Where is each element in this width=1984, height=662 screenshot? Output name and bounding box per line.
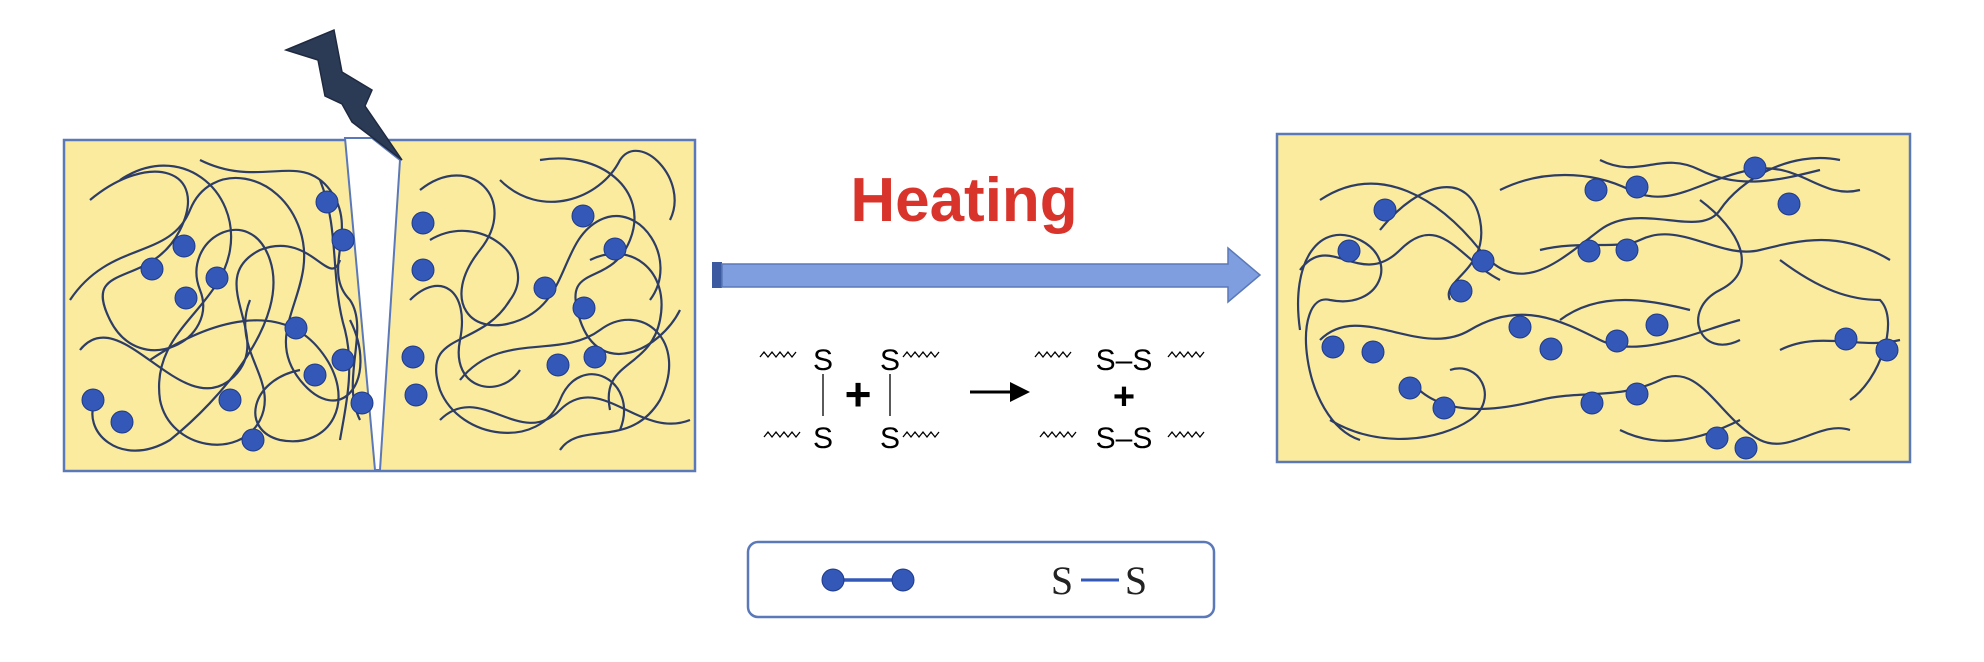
dumbbell-crosslink-icon (821, 568, 915, 592)
lightning-bolt-icon (283, 28, 403, 161)
sulfur-2: S (813, 422, 833, 455)
polymer-chains-left (69, 149, 691, 452)
product-disulfide-1: S–S (1096, 344, 1153, 377)
legend-sulfur-right: S (1125, 558, 1147, 603)
crosslinks-left (81, 190, 627, 452)
healed-network-panel (1275, 132, 1912, 464)
legend: S S (746, 540, 1216, 619)
crosslinks-right (1321, 156, 1899, 460)
legend-sulfur-left: S (1051, 558, 1073, 603)
crack (343, 137, 402, 471)
reaction-arrow-icon (1010, 382, 1030, 402)
plus-sign: + (845, 368, 872, 420)
heating-label: Heating (850, 166, 1077, 235)
damaged-network-panel (62, 137, 697, 473)
reaction-text: S S + S S S–S + S–S (813, 344, 1152, 455)
right-arrow-icon (712, 246, 1262, 304)
product-plus-sign: + (1113, 376, 1135, 418)
product-disulfide-2: S–S (1096, 422, 1153, 455)
sulfur-3: S (880, 344, 900, 377)
sulfur-1: S (813, 344, 833, 377)
sulfur-4: S (880, 422, 900, 455)
polymer-chains-right (1297, 156, 1901, 445)
